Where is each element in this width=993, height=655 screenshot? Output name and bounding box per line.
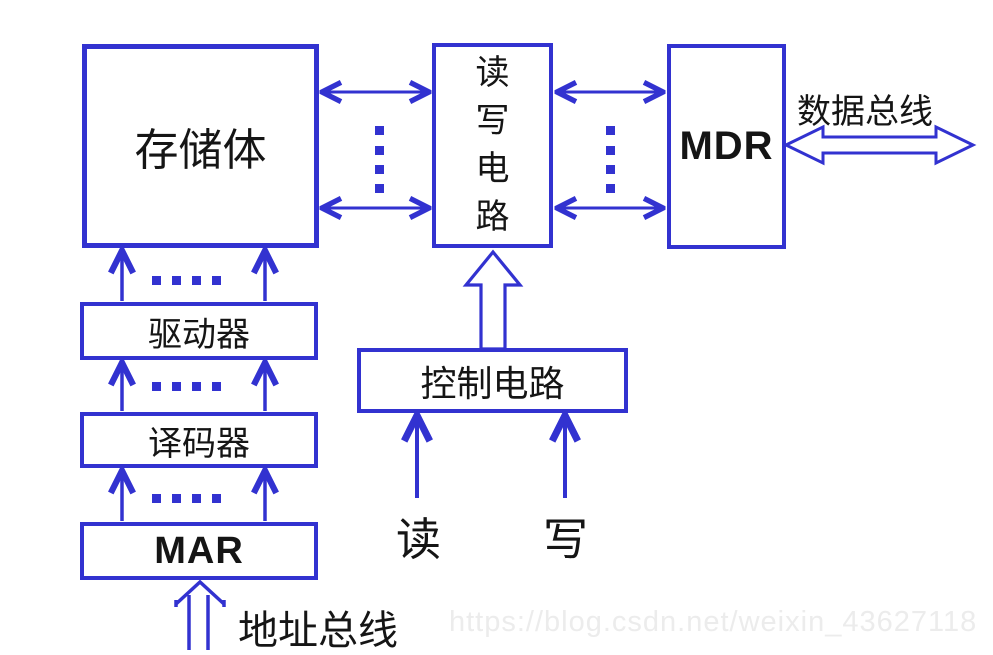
mar-label: MAR xyxy=(154,529,244,572)
horizontal-ellipsis-dots xyxy=(152,276,221,503)
mdr-label: MDR xyxy=(679,124,774,168)
data-bus-hollow-arrow xyxy=(782,124,977,166)
read-write-arrows xyxy=(417,417,565,498)
driver-block: 驱动器 xyxy=(80,302,318,360)
read-signal-label: 读 xyxy=(396,515,442,565)
decoder-block: 译码器 xyxy=(80,412,318,468)
watermark-text: https://blog.csdn.net/weixin_43627118 xyxy=(449,606,978,638)
control-circuit-block: 控制电路 xyxy=(357,348,628,413)
rw-mdr-bus-arrows xyxy=(558,92,662,208)
memory-bank-label: 存储体 xyxy=(134,126,267,175)
mar-decoder-arrows xyxy=(122,472,265,521)
data-bus-label: 数据总线 xyxy=(797,94,933,131)
read-write-circuit-block: 读写电路 xyxy=(432,43,553,248)
control-rw-hollow-arrow xyxy=(462,249,524,351)
read-write-circuit-label: 读写电路 xyxy=(475,54,510,236)
driver-label: 驱动器 xyxy=(148,316,250,354)
write-signal-label: 写 xyxy=(543,515,589,565)
memory-rw-bus-arrows xyxy=(323,92,428,208)
decoder-driver-arrows xyxy=(122,364,265,411)
decoder-label: 译码器 xyxy=(148,425,250,463)
mar-block: MAR xyxy=(80,522,318,580)
mdr-block: MDR xyxy=(667,44,786,249)
vertical-ellipsis-dots xyxy=(375,126,615,193)
control-circuit-label: 控制电路 xyxy=(420,363,565,404)
address-bus-label: 地址总线 xyxy=(238,608,398,653)
driver-memory-arrows xyxy=(122,252,265,301)
memory-bank-block: 存储体 xyxy=(82,44,319,248)
address-bus-hollow-arrow xyxy=(174,579,226,650)
